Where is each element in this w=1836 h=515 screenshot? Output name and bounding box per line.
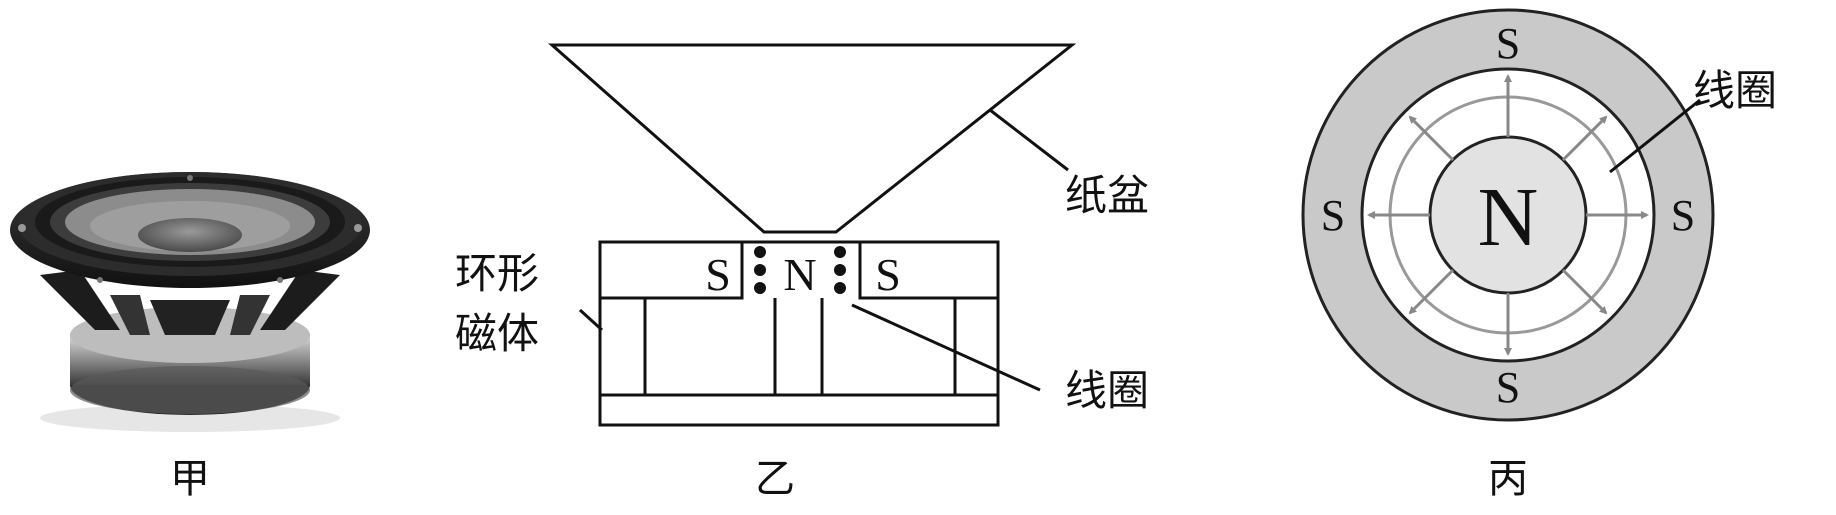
caption-bing: 丙 (1488, 456, 1528, 502)
pole-s-left: S (1321, 191, 1345, 240)
ring-magnet-body (598, 240, 1000, 427)
speaker-photo (10, 172, 370, 432)
leader-cone (989, 108, 1069, 172)
pole-right-s: S (875, 249, 901, 300)
pole-left-s: S (705, 249, 731, 300)
label-coil-top: 线圈 (1693, 66, 1777, 115)
label-paper-cone: 纸盆 (1065, 171, 1149, 220)
paper-cone (548, 43, 1077, 234)
pole-center-n: N (783, 249, 816, 300)
speaker-top-view (1301, 8, 1715, 422)
leader-coil-top (1609, 98, 1701, 174)
pole-s-top: S (1496, 19, 1520, 68)
label-ring-magnet-1: 环形 (455, 249, 539, 298)
speaker-cross-section (548, 43, 1077, 427)
label-ring-magnet-2: 磁体 (455, 309, 539, 358)
label-coil: 线圈 (1065, 366, 1149, 415)
pole-s-bottom: S (1496, 363, 1520, 412)
caption-jia: 甲 (170, 456, 210, 502)
pole-s-right: S (1671, 191, 1695, 240)
leader-coil (851, 303, 1041, 392)
coil-dots (754, 246, 846, 294)
caption-yi: 乙 (755, 456, 795, 502)
field-arrows (1367, 74, 1649, 356)
leader-magnet (578, 308, 604, 332)
pole-n-center: N (1478, 171, 1539, 264)
